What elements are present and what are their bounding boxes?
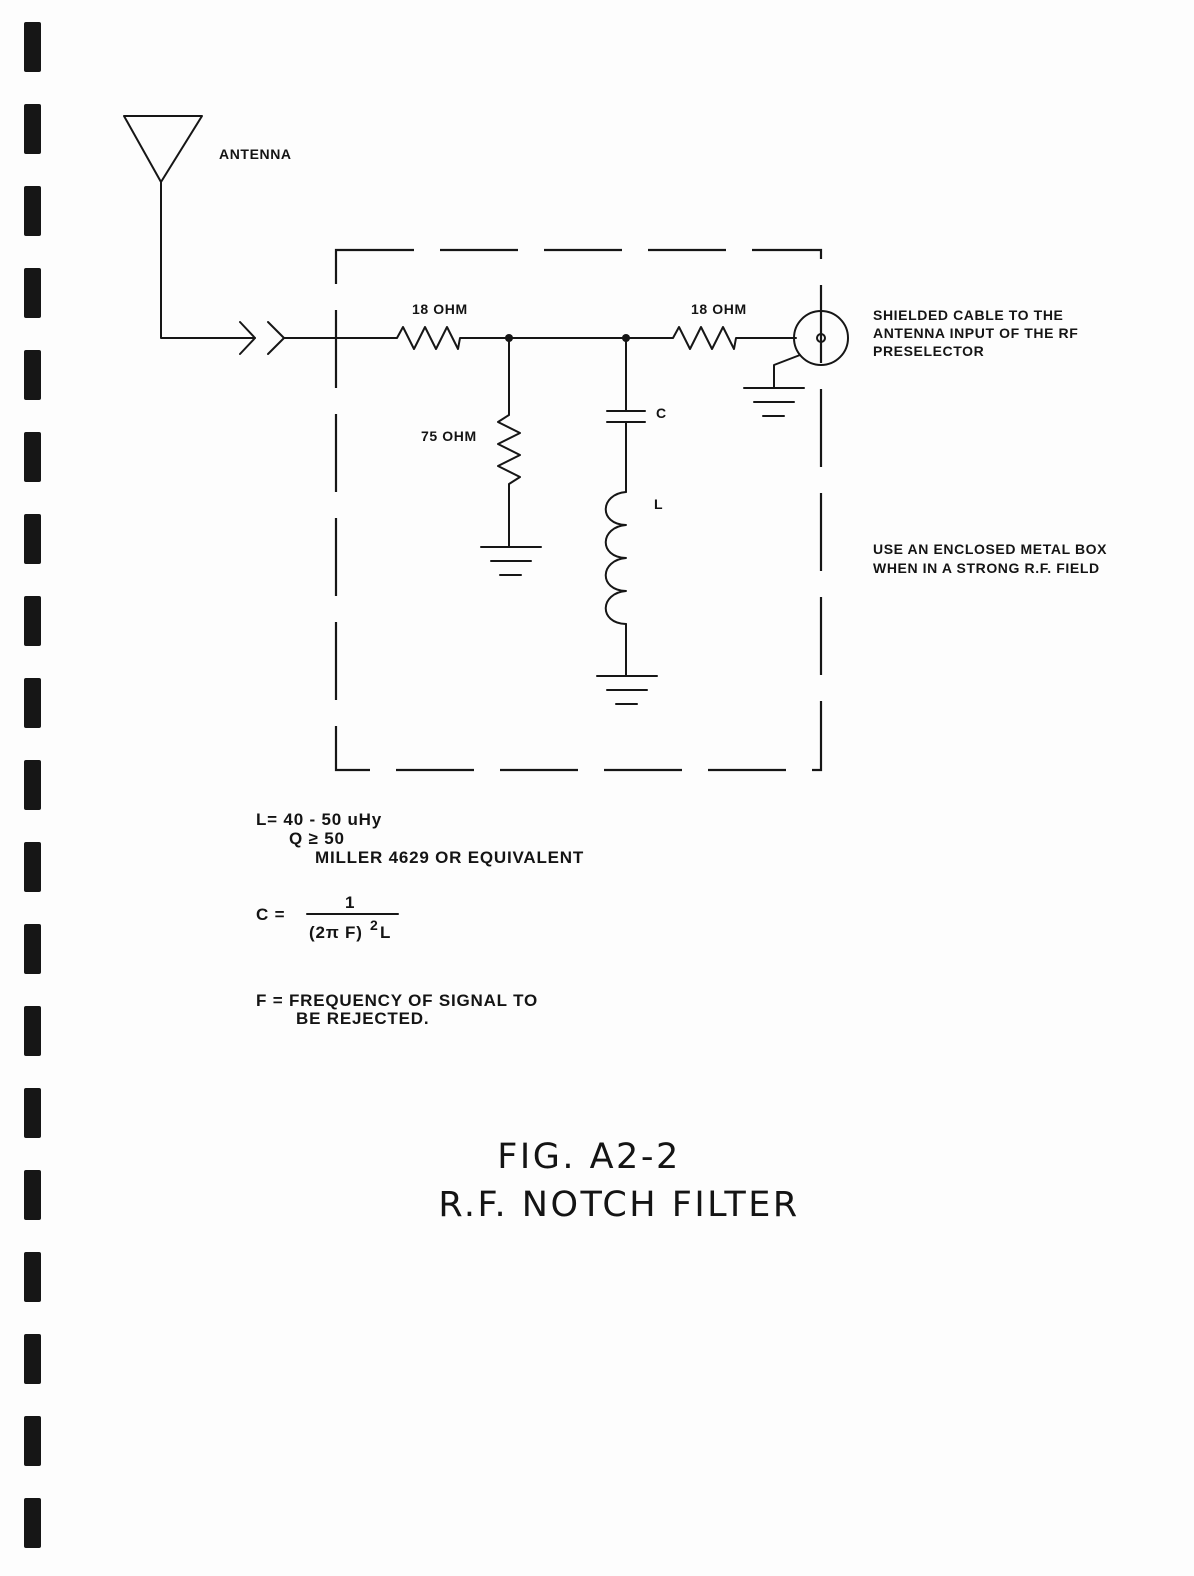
formula-numerator: 1 [345, 893, 355, 912]
cable-note-line: ANTENNA INPUT OF THE RF [873, 325, 1078, 341]
binding-mark [24, 1334, 41, 1384]
inductor-spec-note: L= 40 - 50 uHy Q ≥ 50 MILLER 4629 OR EQU… [256, 810, 584, 867]
formula-exponent: 2 [370, 917, 378, 933]
formula-denominator: (2π F) [309, 923, 363, 942]
binding-mark [24, 268, 41, 318]
antenna-label: ANTENNA [219, 146, 292, 162]
formula-prefix: C = [256, 905, 285, 924]
binding-mark [24, 1252, 41, 1302]
binding-mark [24, 1088, 41, 1138]
inductor-spec-line: L= 40 - 50 uHy [256, 810, 382, 829]
ground-symbol [596, 675, 658, 705]
antenna-symbol [123, 115, 203, 183]
inductor-label: L [654, 496, 663, 512]
antenna-lead-wire [160, 181, 256, 339]
figure-number: FIG. A2-2 [497, 1137, 680, 1177]
binding-mark [24, 1498, 41, 1548]
shield-enclosure [334, 248, 823, 772]
binding-mark [24, 104, 41, 154]
connector-jack [267, 321, 285, 355]
binding-mark [24, 1416, 41, 1466]
resistor-label-shunt: 75 OHM [421, 428, 477, 444]
ground-symbol [743, 387, 805, 417]
binding-mark [24, 432, 41, 482]
coax-connector [793, 310, 849, 366]
cable-note-line: SHIELDED CABLE TO THE [873, 307, 1063, 323]
resistor-18-ohm-input [391, 326, 467, 350]
resistor-75-ohm-shunt [497, 337, 521, 548]
cable-note-line: PRESELECTOR [873, 343, 984, 359]
binding-mark [24, 596, 41, 646]
frequency-note: F = FREQUENCY OF SIGNAL TO BE REJECTED. [256, 991, 538, 1028]
binding-mark [24, 842, 41, 892]
resistor-label-input: 18 OHM [412, 301, 468, 317]
resistor-label-output: 18 OHM [691, 301, 747, 317]
figure-title: R.F. NOTCH FILTER [438, 1185, 799, 1225]
inductor-coil [604, 491, 627, 625]
binding-mark [24, 760, 41, 810]
binding-mark [24, 22, 41, 72]
cable-note: SHIELDED CABLE TO THE ANTENNA INPUT OF T… [873, 307, 1078, 359]
enclosure-note: USE AN ENCLOSED METAL BOX WHEN IN A STRO… [873, 541, 1107, 576]
inductor-spec-line: Q ≥ 50 [289, 829, 345, 848]
binding-mark [24, 186, 41, 236]
resistor-18-ohm-output [667, 326, 743, 350]
connector-plug [239, 321, 256, 355]
enclosure-note-line: WHEN IN A STRONG R.F. FIELD [873, 560, 1100, 576]
coax-shield-lead [773, 354, 801, 389]
binding-mark [24, 1170, 41, 1220]
capacitor-formula: C = 1 (2π F) 2 L [256, 893, 399, 942]
frequency-note-line: F = FREQUENCY OF SIGNAL TO [256, 991, 538, 1010]
enclosure-note-line: USE AN ENCLOSED METAL BOX [873, 541, 1107, 557]
binding-marks [24, 22, 41, 1548]
inductor-spec-line: MILLER 4629 OR EQUIVALENT [315, 848, 584, 867]
binding-mark [24, 514, 41, 564]
binding-mark [24, 678, 41, 728]
frequency-note-line: BE REJECTED. [296, 1009, 429, 1028]
ground-symbol [480, 546, 542, 576]
binding-mark [24, 1006, 41, 1056]
binding-mark [24, 924, 41, 974]
formula-suffix: L [380, 923, 391, 942]
coax-center-pin [816, 333, 826, 343]
capacitor-label: C [656, 405, 667, 421]
binding-mark [24, 350, 41, 400]
